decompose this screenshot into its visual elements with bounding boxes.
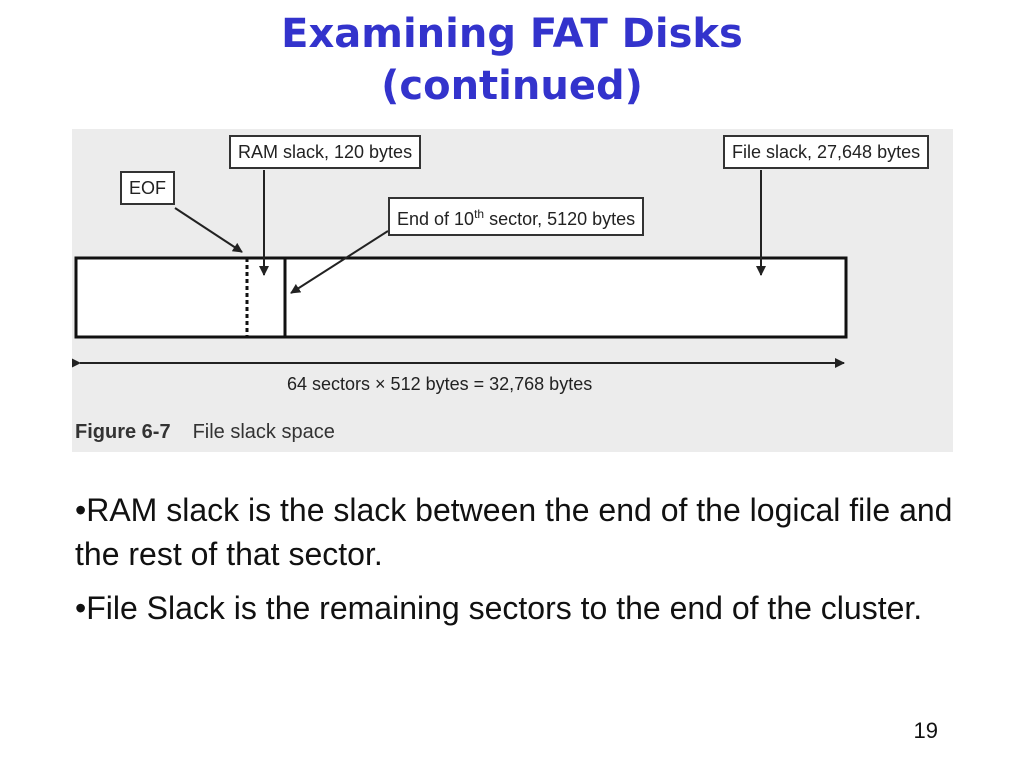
bullet-file-slack: •File Slack is the remaining sectors to … (75, 590, 923, 626)
bullet-ram-slack: •RAM slack is the slack between the end … (75, 492, 953, 572)
figure-caption-text: File slack space (192, 421, 335, 443)
eof-callout: EOF (120, 171, 176, 205)
file-slack-callout: File slack, 27,648 bytes (723, 135, 930, 169)
eof-label: EOF (129, 178, 167, 198)
dimension-label: 64 sectors × 512 bytes = 32,768 bytes (287, 374, 593, 394)
slide-title-line-1: Examining FAT Disks (281, 11, 743, 57)
end-of-sector-ordinal: th (474, 207, 485, 221)
ram-slack-callout: RAM slack, 120 bytes (229, 135, 422, 169)
file-slack-label: File slack, 27,648 bytes (732, 142, 921, 162)
file-slack-diagram (72, 170, 848, 368)
end-of-sector-label-start: End of 10 (397, 209, 475, 229)
end-of-sector-callout: End of 10th sector, 5120 bytes (388, 197, 645, 236)
figure-caption: Figure 6-7 File slack space (75, 421, 335, 444)
figure-number: Figure 6-7 (75, 421, 171, 443)
file-slack-figure: RAM slack, 120 bytes File slack, 27,648 … (72, 129, 953, 452)
bullet-list: •RAM slack is the slack between the end … (75, 488, 955, 640)
eof-arrow (174, 207, 243, 253)
slide-title: Examining FAT Disks (continued) (0, 8, 1024, 112)
end-of-sector-label-end: sector, 5120 bytes (484, 209, 636, 229)
end-sector-arrow (290, 230, 389, 294)
slide-title-line-2: (continued) (381, 63, 643, 109)
cluster-bar (74, 256, 848, 339)
slide-number: 19 (913, 718, 938, 743)
ram-slack-label: RAM slack, 120 bytes (238, 142, 413, 162)
